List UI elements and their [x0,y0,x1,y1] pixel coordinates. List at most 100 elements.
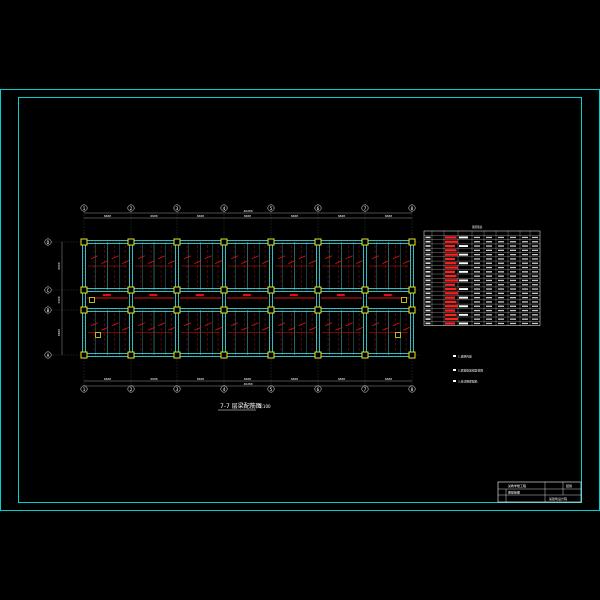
rebar-table-cell-13-9 [532,288,538,290]
rebar-table-cell-4-7 [510,249,516,251]
rebar-table-cell-9-7 [510,271,516,273]
column-6D [314,238,322,246]
rebar-table-sample-2 [445,240,458,243]
rebar-table-cell-13-7 [510,288,516,290]
rebar-table-cell-7-4 [474,262,480,264]
rebar-mark-55 [214,326,223,331]
rebar-table-sample-5 [445,253,458,256]
rebar-table-mark-11 [459,279,468,282]
rebar-table-id-5 [425,253,431,256]
rebar-table-sample-6 [445,257,455,261]
column-3A [173,351,181,359]
bottom-dim-2: 6600 [150,377,157,381]
axis-bubble-top-3 [173,204,181,212]
rebar-table-cell-11-9 [532,279,538,282]
column-6A [314,351,322,359]
rebar-table-cell-5-5 [486,254,492,256]
rebar-table-cell-13-5 [486,288,492,290]
plan-scale: 1:100 [259,404,271,409]
rebar-mark-13 [111,322,119,327]
rebar-mark-115 [355,326,364,331]
column-7C [361,286,369,294]
rebar-table-cell-13-4 [474,288,480,290]
rebar-tag-99 [289,294,298,296]
rebar-mark-113 [345,322,353,327]
column-3C [173,286,181,294]
rebar-table-cell-20-5 [486,318,492,320]
rebar-table-cell-12-7 [510,284,516,286]
axis-label-top-2: 2 [130,206,133,212]
rebar-table-cell-9-8 [522,271,528,273]
rebar-mark-64 [251,255,259,260]
rebar-table-cell-17-8 [522,305,528,307]
column-extra-0 [89,297,95,303]
column-extra-1 [401,297,407,303]
rebar-table-cell-15-8 [522,297,528,299]
axis-label-top-4: 4 [223,206,226,212]
rebar-table-sample-3 [445,244,455,248]
rebar-table-sample-9 [445,270,455,273]
column-8D [408,238,416,246]
rebar-table-cell-3-4 [474,245,480,247]
rebar-table-sample-18 [445,309,455,312]
rebar-mark-46 [214,260,223,264]
axis-label-bottom-5: 5 [270,387,273,393]
rebar-table-cell-8-9 [532,266,538,269]
axis-label-top-8: 8 [411,206,414,212]
rebar-mark-60 [230,255,239,260]
top-dim-4: 6600 [244,214,251,218]
rebar-table-cell-18-8 [522,309,528,312]
rebar-table-cell-16-7 [510,301,516,303]
rebar-table-mark-19 [459,313,468,316]
rebar-table-title: 梁配筋表 [472,225,483,229]
rebar-table-cell-11-4 [474,279,480,282]
rebar-mark-42 [194,260,202,264]
bottom-total-dim: 46200 [243,382,252,386]
rebar-table-cell-15-9 [532,297,538,299]
column-1D [80,238,88,246]
rebar-table-id-7 [425,262,431,264]
rebar-table-sample-20 [445,318,458,321]
rebar-table-cell-6-5 [486,258,492,260]
column-7D [361,238,369,246]
rebar-table-mark-3 [459,245,468,247]
top-dim-5: 6600 [291,214,298,218]
rebar-table-id-10 [425,275,431,277]
rebar-table-id-15 [425,296,431,299]
rebar-table-cell-11-7 [510,279,516,282]
top-dim-1: 6600 [104,214,111,218]
rebar-table-mark-13 [459,288,468,290]
rebar-mark-11 [101,326,109,331]
rebar-mark-9 [90,322,99,327]
axis-bubble-left-A [44,351,52,359]
rebar-table-cell-7-9 [532,262,538,264]
rebar-table-id-9 [425,271,431,273]
rebar-table-sample-15 [445,296,455,299]
axis-label-top-7: 7 [364,206,367,212]
rebar-mark-66 [261,260,270,264]
axis-bubble-left-C [44,286,52,294]
rebar-mark-31 [147,326,156,331]
rebar-mark-15 [121,326,130,331]
rebar-table-cell-7-6 [498,262,504,264]
axis-bubble-top-7 [361,204,369,212]
rebar-mark-82 [288,260,296,264]
inner-border [18,97,582,503]
top-total-dim: 46200 [243,209,252,213]
rebar-table-cell-2-5 [486,241,492,243]
axis-bubble-left-B [44,306,52,314]
rebar-table-cell-2-7 [510,241,516,243]
rebar-table-cell-3-9 [532,245,538,247]
rebar-table-mark-17 [459,305,468,308]
rebar-mark-86 [308,260,317,264]
rebar-table-cell-18-9 [532,309,538,312]
rebar-table-sample-14 [445,292,458,295]
rebar-mark-49 [183,322,192,327]
rebar-mark-2 [101,260,109,264]
rebar-mark-104 [345,255,353,260]
axis-label-top-5: 5 [270,206,273,212]
rebar-table-cell-14-4 [474,292,480,294]
rebar-table-id-18 [425,309,431,312]
rebar-mark-95 [308,326,317,331]
